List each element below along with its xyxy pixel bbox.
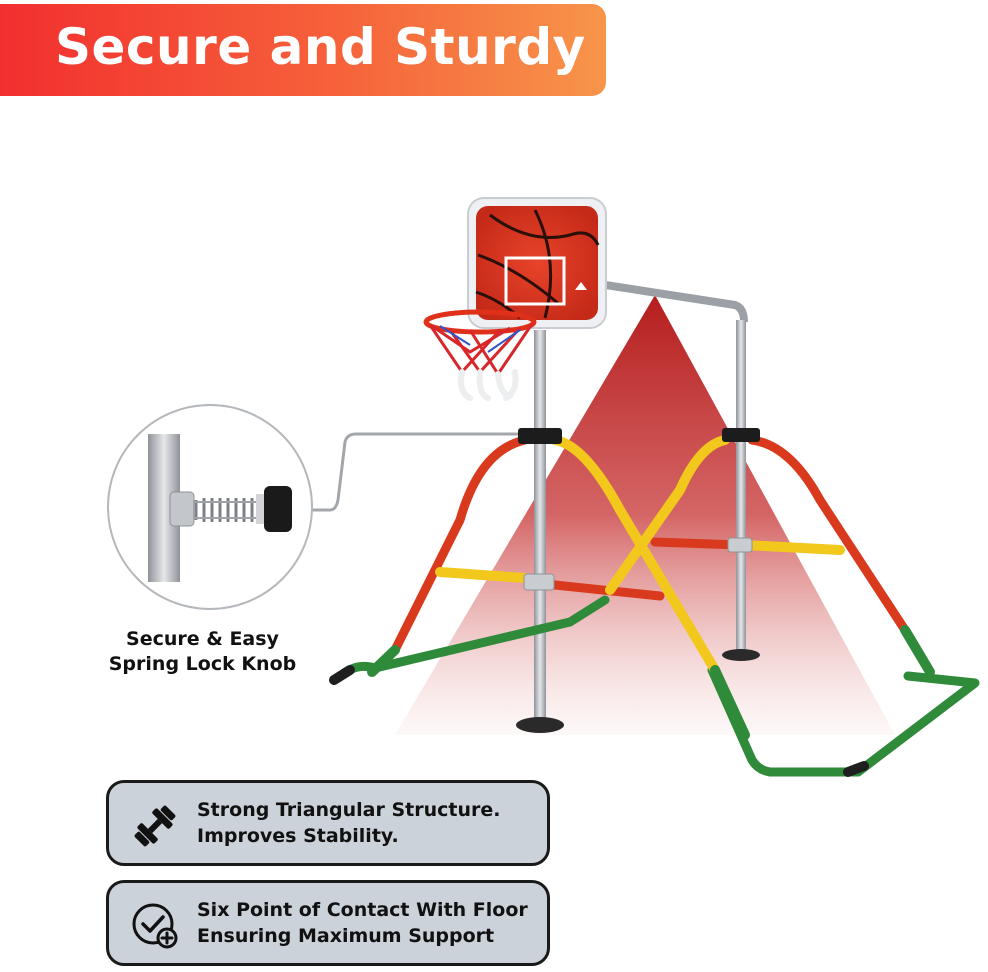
callout-connector: [312, 432, 518, 512]
yellow-frame: [435, 435, 845, 675]
spring-lock-caption: Secure & Easy Spring Lock Knob: [100, 627, 305, 677]
feature-2-line2: Ensuring Maximum Support: [197, 925, 495, 947]
right-pole: [736, 320, 746, 652]
joint-brackets: [523, 537, 753, 591]
banner-title: Secure and Sturdy: [55, 18, 586, 76]
spring-lock-knob-detail: [107, 404, 313, 610]
feature-1-line1: Strong Triangular Structure.: [197, 799, 501, 821]
feature-2-line1: Six Point of Contact With Floor: [197, 899, 528, 921]
basketball-backboard: [467, 197, 607, 329]
feature-card-contact-points: Six Point of Contact With Floor Ensuring…: [106, 880, 550, 966]
base-caps: [329, 665, 869, 777]
feature-card-stability: Strong Triangular Structure. Improves St…: [106, 780, 550, 866]
red-frame: [390, 435, 910, 655]
title-banner: Secure and Sturdy: [0, 4, 606, 96]
basketball-hoop: [423, 309, 537, 401]
spring-lock-caption-line2: Spring Lock Knob: [108, 653, 297, 675]
right-pole-base: [722, 649, 760, 661]
dumbbell-icon: [134, 805, 176, 847]
pole-clamps: [518, 428, 760, 444]
feature-1-line2: Improves Stability.: [197, 825, 399, 847]
check-circle-plus-icon: [132, 903, 178, 949]
red-light-cone: [395, 295, 895, 735]
left-pole-base: [516, 717, 564, 733]
spring-lock-caption-line1: Secure & Easy: [126, 628, 279, 650]
left-pole: [534, 330, 546, 722]
